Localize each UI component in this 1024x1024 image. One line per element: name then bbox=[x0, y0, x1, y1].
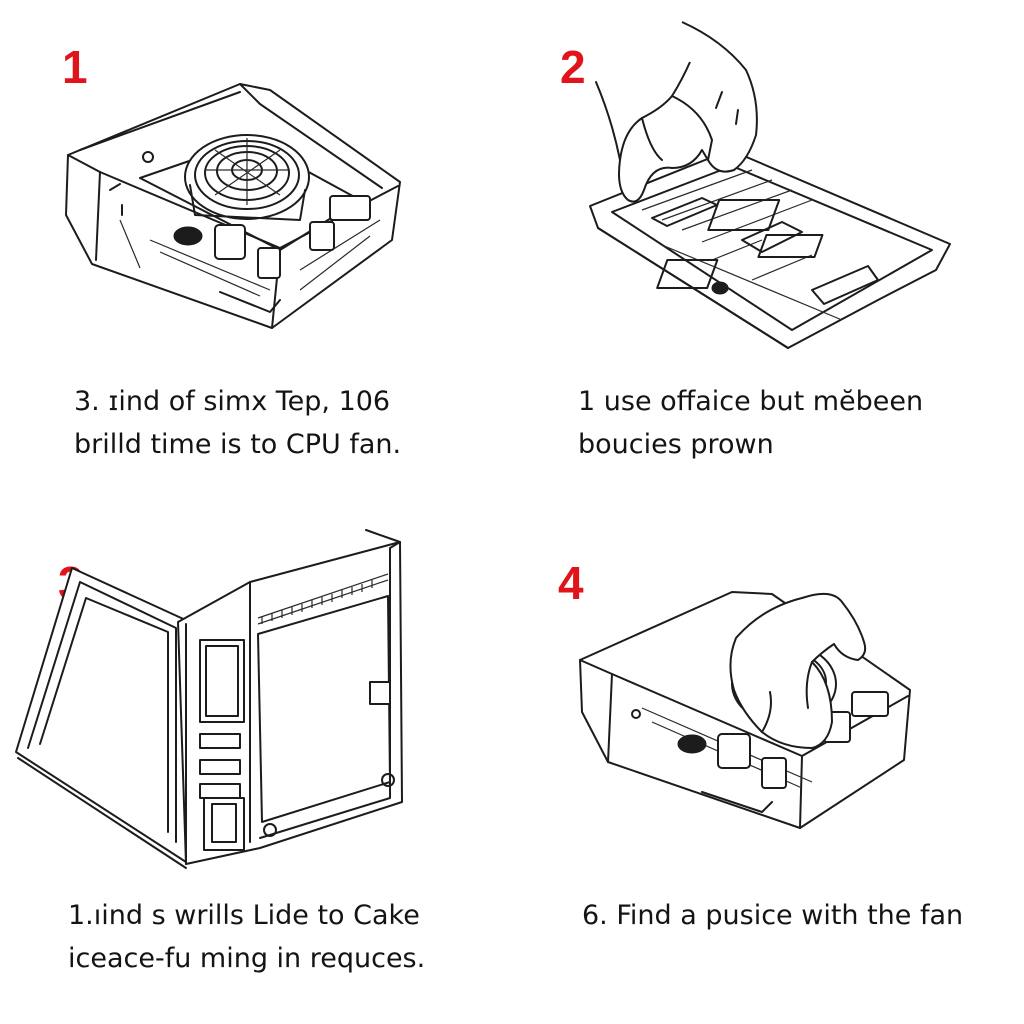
computer-case-side-panel-illustration bbox=[0, 512, 512, 1024]
caption-line-1: 1.ıind s wrills Lide to Cake bbox=[68, 900, 420, 931]
hand-removing-fan-illustration bbox=[512, 512, 1024, 1024]
step-panel-1: 1 3. ɪind of simx Tep, 106 brilld time i… bbox=[0, 0, 512, 512]
step-number: 2 bbox=[560, 41, 586, 93]
step-number: 4 bbox=[558, 557, 584, 609]
caption-line-1: 3. ɪind of simx Tep, 106 bbox=[74, 386, 391, 417]
computer-case-open-fan-illustration bbox=[0, 0, 512, 512]
step-caption: 1.ıind s wrills Lide to Cake iceace-fu m… bbox=[68, 894, 425, 980]
caption-line-2: boucies prown bbox=[578, 429, 774, 460]
step-caption: 1 use offaice but mĕbeen boucies prown bbox=[578, 380, 923, 466]
step-panel-3: 3 1.ıind s wrills Lide to Cake iceace-fu… bbox=[0, 512, 512, 1024]
step-panel-4: 4 6. Find a pusice with the fan bbox=[512, 512, 1024, 1024]
step-caption: 3. ɪind of simx Tep, 106 brilld time is … bbox=[74, 380, 401, 466]
caption-line-2: iceace-fu ming in requces. bbox=[68, 943, 426, 974]
caption-line-1: 1 use offaice but mĕbeen bbox=[578, 386, 924, 417]
step-caption: 6. Find a pusice with the fan bbox=[582, 894, 963, 937]
step-number: 1 bbox=[62, 41, 88, 93]
caption-line-2: brilld time is to CPU fan. bbox=[74, 429, 402, 460]
hand-lifting-motherboard-illustration bbox=[512, 0, 1024, 512]
step-panel-2: 2 1 use offaice but mĕbeen boucies prow… bbox=[512, 0, 1024, 512]
caption-line-1: 6. Find a pusice with the fan bbox=[582, 900, 964, 931]
